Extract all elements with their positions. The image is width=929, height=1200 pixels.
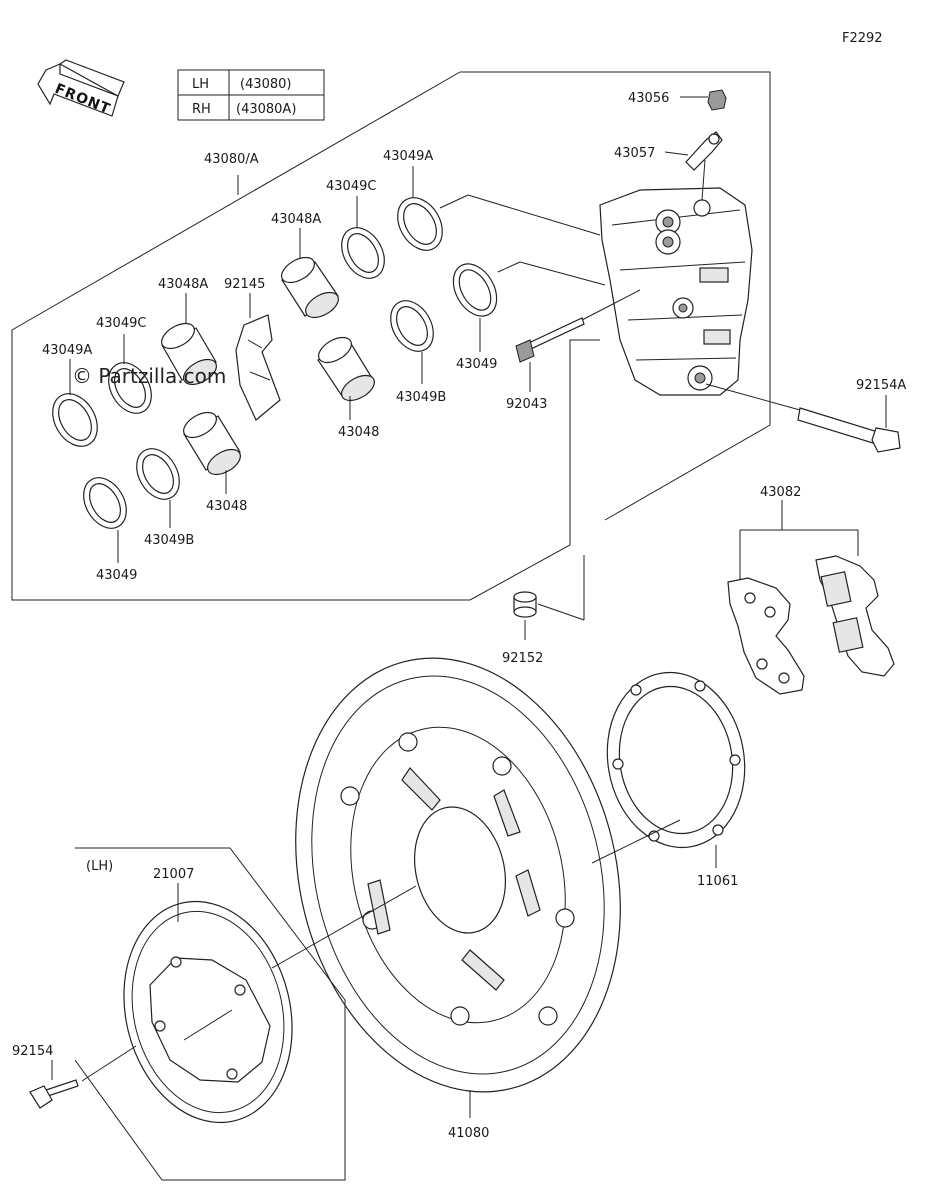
label-43049B-right: 43049B xyxy=(396,390,446,405)
label-21007: 21007 xyxy=(153,867,194,882)
piston-43048A-left xyxy=(161,322,217,386)
label-43048-lower: 43048 xyxy=(206,499,247,514)
caliper-body xyxy=(599,187,753,396)
seal-43049-right xyxy=(452,263,498,317)
label-11061: 11061 xyxy=(697,874,738,889)
seal-43049B-lower xyxy=(136,448,180,500)
label-43057: 43057 xyxy=(614,146,655,161)
side-table: LH (43080) RH (43080A) xyxy=(177,69,325,121)
lh-sub-assembly-outline xyxy=(74,847,346,1181)
bleeder-bracket-43057 xyxy=(685,131,723,171)
piston-43048-lower xyxy=(183,411,241,476)
label-92152: 92152 xyxy=(502,651,543,666)
label-43049-lower: 43049 xyxy=(96,568,137,583)
label-43049C-top: 43049C xyxy=(326,179,376,194)
label-43048A-mid: 43048A xyxy=(271,212,321,227)
leader-lines xyxy=(51,96,887,1118)
seal-43049A-left xyxy=(52,393,98,447)
pad-pin-92043 xyxy=(515,317,585,363)
table-side-rh: RH xyxy=(192,102,211,117)
piston-43048-mid xyxy=(317,336,375,402)
seal-43049A-top xyxy=(397,197,443,251)
mounting-bolt-92154A xyxy=(797,407,901,453)
label-92145: 92145 xyxy=(224,277,265,292)
seal-43049C-left xyxy=(108,362,152,414)
label-43082: 43082 xyxy=(760,485,801,500)
table-part-rh: (43080A) xyxy=(236,102,296,117)
collar-92152 xyxy=(513,591,537,618)
abs-sensor-ring-21007 xyxy=(123,900,293,1124)
brake-pads-43082 xyxy=(727,555,895,695)
table-part-lh: (43080) xyxy=(240,77,292,92)
label-43049A-left: 43049A xyxy=(42,343,92,358)
gasket-11061 xyxy=(606,671,746,849)
label-43049C-left: 43049C xyxy=(96,316,146,331)
table-side-lh: LH xyxy=(192,77,209,92)
seal-43049-lower xyxy=(83,477,127,529)
label-41080: 41080 xyxy=(448,1126,489,1141)
label-43049A-top: 43049A xyxy=(383,149,433,164)
figure-code: F2292 xyxy=(842,31,883,46)
watermark: © Partzilla.com xyxy=(72,364,226,388)
bolt-92154 xyxy=(29,1079,79,1109)
piston-43048A-mid xyxy=(281,256,339,319)
lh-tag: (LH) xyxy=(86,859,113,874)
label-92154: 92154 xyxy=(12,1044,53,1059)
label-92043: 92043 xyxy=(506,397,547,412)
label-43080A: 43080/A xyxy=(204,152,259,167)
label-43048-mid: 43048 xyxy=(338,425,379,440)
bleeder-cap-43056 xyxy=(707,89,727,111)
pad-spring-92145 xyxy=(235,314,281,421)
label-43049B-lower: 43049B xyxy=(144,533,194,548)
label-92154A: 92154A xyxy=(856,378,906,393)
label-43056: 43056 xyxy=(628,91,669,106)
front-arrow-icon: FRONT xyxy=(37,59,125,118)
label-43048A-left: 43048A xyxy=(158,277,208,292)
seal-43049B-right xyxy=(390,300,434,352)
brake-disc-41080 xyxy=(295,657,621,1093)
label-43049-right: 43049 xyxy=(456,357,497,372)
seal-43049C-top xyxy=(341,227,385,279)
caliper-assembly-outline xyxy=(460,71,771,521)
